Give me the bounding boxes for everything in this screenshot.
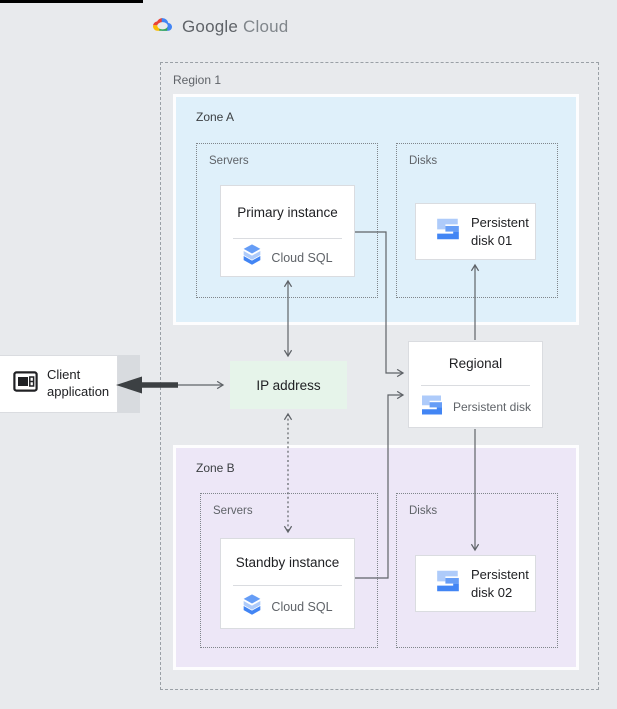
google-cloud-logo-icon — [151, 15, 174, 39]
client-boundary-strip — [118, 355, 140, 413]
zone-a-servers-label: Servers — [209, 155, 249, 167]
google-cloud-logo: Google Cloud — [151, 15, 288, 39]
ip-address-label: IP address — [256, 377, 321, 393]
standby-instance-card: Standby instance Cloud SQL — [220, 538, 355, 629]
standby-instance-product-row: Cloud SQL — [221, 586, 354, 628]
persistent-disk-icon — [435, 216, 461, 247]
client-application-window-icon — [13, 371, 38, 397]
zone-b-disks-label: Disks — [409, 505, 438, 517]
persistent-disk-01-label: Persistent disk 01 — [471, 214, 529, 248]
zone-a-label: Zone A — [196, 110, 235, 124]
logo-word-cloud: Cloud — [243, 17, 289, 36]
persistent-disk-01-card: Persistent disk 01 — [415, 203, 536, 260]
cloud-sql-icon — [242, 593, 262, 621]
zone-a-disks-group: Disks — [396, 143, 558, 298]
logo-word-google: Google — [182, 17, 239, 36]
region-1-label: Region 1 — [173, 73, 222, 87]
regional-disk-subtitle: Persistent disk — [452, 399, 532, 414]
regional-disk-subtitle-row: Persistent disk — [409, 386, 542, 427]
card-divider — [233, 238, 342, 239]
cloud-sql-icon — [242, 244, 262, 271]
regional-disk-title: Regional — [448, 356, 503, 371]
client-application-card: Client application — [0, 355, 118, 413]
primary-instance-card: Primary instance Cloud SQL — [220, 185, 355, 277]
ip-address-box: IP address — [230, 361, 347, 409]
card-divider — [233, 585, 342, 586]
google-cloud-logo-text: Google Cloud — [182, 17, 288, 37]
persistent-disk-icon — [435, 568, 461, 599]
card-divider — [421, 385, 530, 386]
zone-b-servers-label: Servers — [213, 505, 253, 517]
top-black-bar — [0, 0, 143, 3]
standby-instance-product-label: Cloud SQL — [271, 600, 333, 614]
standby-instance-title: Standby instance — [235, 554, 340, 570]
zone-a-disks-label: Disks — [409, 155, 438, 167]
primary-instance-title: Primary instance — [237, 204, 338, 220]
persistent-disk-02-card: Persistent disk 02 — [415, 555, 536, 612]
primary-instance-product-label: Cloud SQL — [271, 250, 333, 265]
persistent-disk-02-label: Persistent disk 02 — [471, 566, 529, 600]
regional-persistent-disk-card: Regional Persistent disk — [408, 341, 543, 428]
client-application-label: Client application — [47, 367, 110, 399]
primary-instance-product-row: Cloud SQL — [221, 239, 354, 276]
zone-b-label: Zone B — [196, 461, 235, 475]
region-1-boundary: Region 1 — [160, 62, 599, 690]
persistent-disk-icon — [420, 393, 444, 420]
